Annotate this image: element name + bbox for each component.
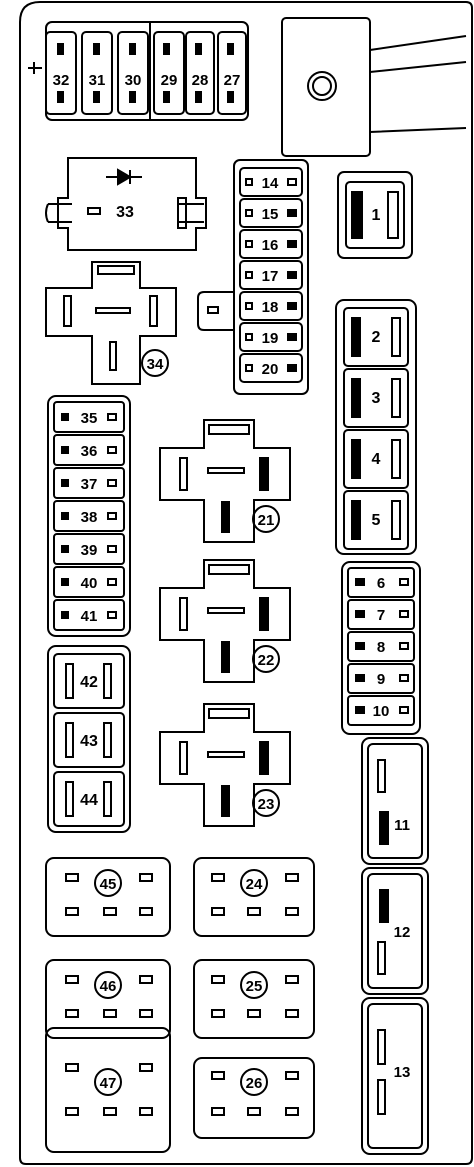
fuse-label: 37 (81, 476, 98, 493)
fuse-label: 6 (377, 575, 385, 592)
relay-label: 47 (100, 1075, 117, 1092)
connector-block (28, 21, 249, 121)
fuse-label: 13 (394, 1064, 411, 1081)
relay-24 (193, 857, 315, 937)
fuse-column-6-10 (341, 561, 421, 735)
relay-label: 23 (258, 796, 275, 813)
fuse-label: 43 (80, 733, 98, 750)
relay-47 (45, 1027, 171, 1153)
diode-fuse-33 (45, 157, 207, 251)
connector-pin-label: 30 (125, 72, 142, 89)
relay-23 (159, 703, 291, 827)
relay-label: 21 (258, 512, 275, 529)
diode-fuse-label: 33 (116, 204, 134, 221)
fuse-label: 11 (394, 817, 410, 834)
relays-mid-labels: 21 22 23 (258, 512, 275, 813)
fuse-label: 44 (80, 792, 98, 809)
fuse-column-6-10-labels: 6 7 8 9 10 (373, 575, 390, 720)
fuse-label: 14 (262, 175, 279, 192)
fuse-label: 15 (262, 206, 279, 223)
connector-pin-label: 27 (224, 72, 241, 89)
fuse-label: 40 (81, 575, 98, 592)
small-relay-labels: 45 46 47 24 25 26 (100, 876, 263, 1092)
fuse-label: 35 (81, 410, 98, 427)
fuse-label: 12 (394, 924, 411, 941)
fuse-column-14-20 (197, 159, 309, 395)
connector-labels: 32 31 30 29 28 27 (53, 72, 241, 89)
fuse-label: 42 (80, 674, 98, 691)
fuse-label: 8 (377, 639, 385, 656)
fuse-label: 17 (262, 268, 279, 285)
connector-pin-label: 28 (192, 72, 209, 89)
fuse-label: 4 (372, 451, 381, 468)
fuse-label: 7 (377, 607, 385, 624)
fuse-label: 3 (372, 390, 381, 407)
fuse-label: 41 (81, 608, 98, 625)
relay-label: 46 (100, 978, 117, 995)
fuses-42-44 (47, 645, 131, 833)
relay-label: 45 (100, 876, 117, 893)
fuses-2-5 (335, 299, 417, 555)
relay-26 (193, 1057, 315, 1139)
fuses-2-5-labels: 2 3 4 5 (372, 329, 381, 529)
relay-34 (45, 261, 177, 385)
relay-46 (45, 959, 171, 1039)
connector-pin-label: 32 (53, 72, 70, 89)
fuse-label: 18 (262, 299, 279, 316)
fuse-label: 10 (373, 703, 390, 720)
relay-25 (193, 959, 315, 1039)
fuse-label: 39 (81, 542, 98, 559)
fuses-42-44-labels: 42 43 44 (80, 674, 98, 809)
fuse-column-14-20-labels: 14 15 16 17 18 19 20 (262, 175, 279, 378)
relay-label: 24 (246, 876, 263, 893)
fuse-label: 20 (262, 361, 279, 378)
relay-34-label: 34 (147, 356, 164, 373)
fuse-label: 5 (372, 512, 381, 529)
connector-pin-label: 31 (89, 72, 106, 89)
fuse-label: 36 (81, 443, 98, 460)
relay-label: 25 (246, 978, 263, 995)
fuse-label: 16 (262, 237, 279, 254)
relay-22 (159, 559, 291, 683)
relay-45 (45, 857, 171, 937)
fuse-box-outline (19, 1, 473, 1165)
relay-21 (159, 419, 291, 543)
fuse-label: 9 (377, 671, 385, 688)
relay-label: 26 (246, 1075, 263, 1092)
fuse-label: 19 (262, 330, 279, 347)
fuse-column-35-41-labels: 35 36 37 38 39 40 41 (81, 410, 98, 625)
relay-label: 22 (258, 652, 275, 669)
fuse-label: 2 (372, 329, 381, 346)
mounting-bracket (281, 17, 467, 157)
large-fuses-labels: 11 12 13 (394, 817, 411, 1081)
fuse-column-35-41 (47, 395, 131, 637)
relay-1-label: 1 (372, 207, 381, 224)
fuse-label: 38 (81, 509, 98, 526)
large-fuses-11-13 (361, 737, 429, 1155)
connector-pin-label: 29 (161, 72, 178, 89)
relay-1 (337, 171, 413, 259)
